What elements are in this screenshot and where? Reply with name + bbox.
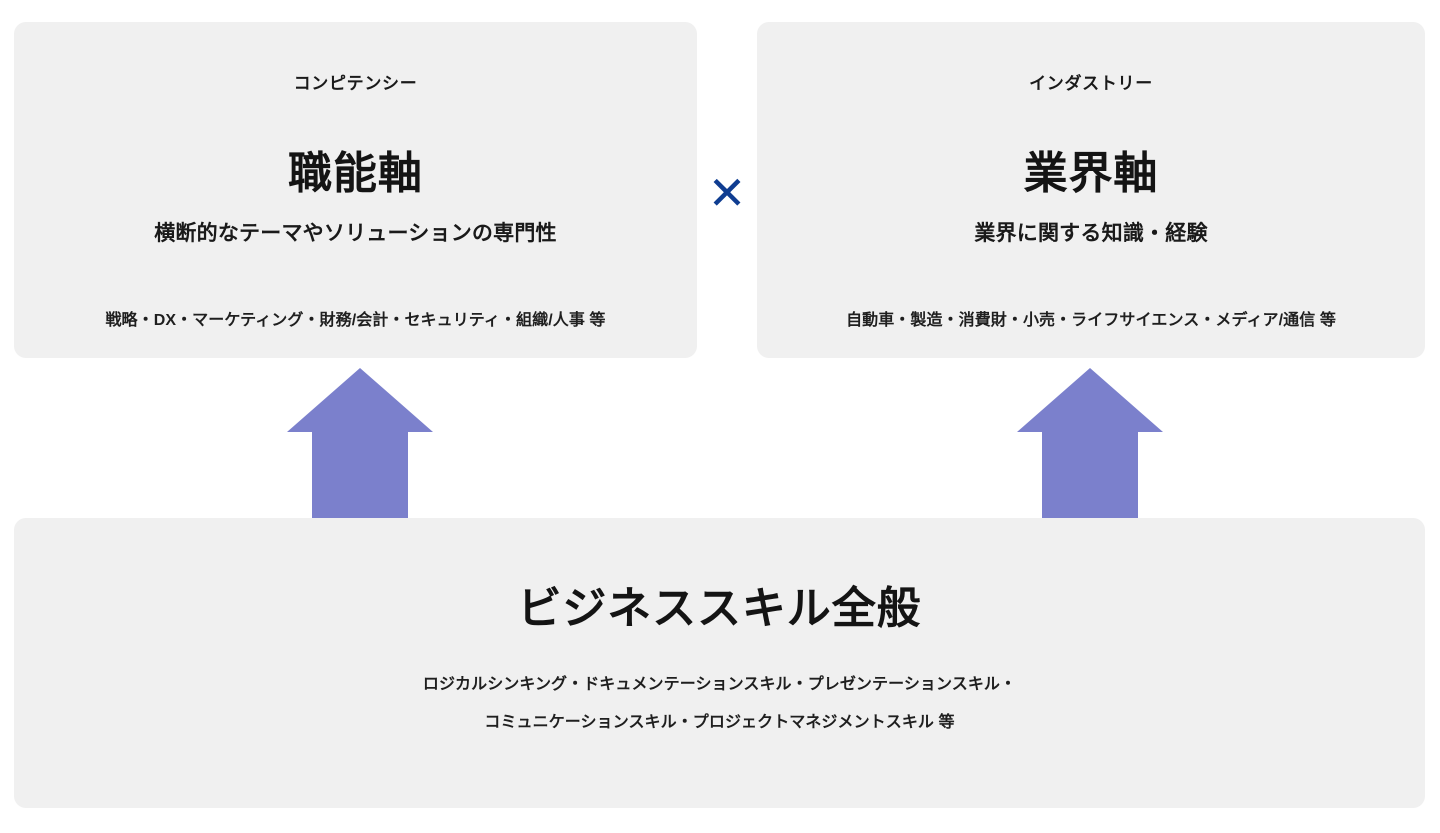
card-industry: インダストリー 業界軸 業界に関する知識・経験 自動車・製造・消費財・小売・ライ… <box>757 22 1425 358</box>
competency-subline: 横断的なテーマやソリューションの専門性 <box>154 222 557 245</box>
up-arrow-icon-left <box>285 366 435 558</box>
card-business-skills: ビジネススキル全般 ロジカルシンキング・ドキュメンテーションスキル・プレゼンテー… <box>14 518 1425 808</box>
competency-detail: 戦略・DX・マーケティング・財務/会計・セキュリティ・組織/人事 等 <box>105 312 606 329</box>
industry-subline: 業界に関する知識・経験 <box>974 222 1208 245</box>
business-skills-headline: ビジネススキル全般 <box>517 584 922 633</box>
industry-headline: 業界軸 <box>1023 149 1159 198</box>
up-arrow-icon-right <box>1015 366 1165 558</box>
business-skills-detail-block: ロジカルシンキング・ドキュメンテーションスキル・プレゼンテーションスキル・ コミ… <box>14 671 1425 747</box>
card-competency: コンピテンシー 職能軸 横断的なテーマやソリューションの専門性 戦略・DX・マー… <box>14 22 697 358</box>
industry-eyebrow: インダストリー <box>1029 74 1153 93</box>
multiply-icon: ✕ <box>707 167 747 219</box>
business-skills-detail-line-1: ロジカルシンキング・ドキュメンテーションスキル・プレゼンテーションスキル・ <box>422 676 1017 693</box>
competency-headline: 職能軸 <box>288 149 423 198</box>
industry-detail: 自動車・製造・消費財・小売・ライフサイエンス・メディア/通信 等 <box>846 312 1336 329</box>
business-skills-detail-line-2: コミュニケーションスキル・プロジェクトマネジメントスキル 等 <box>484 714 955 731</box>
competency-eyebrow: コンピテンシー <box>293 74 418 93</box>
